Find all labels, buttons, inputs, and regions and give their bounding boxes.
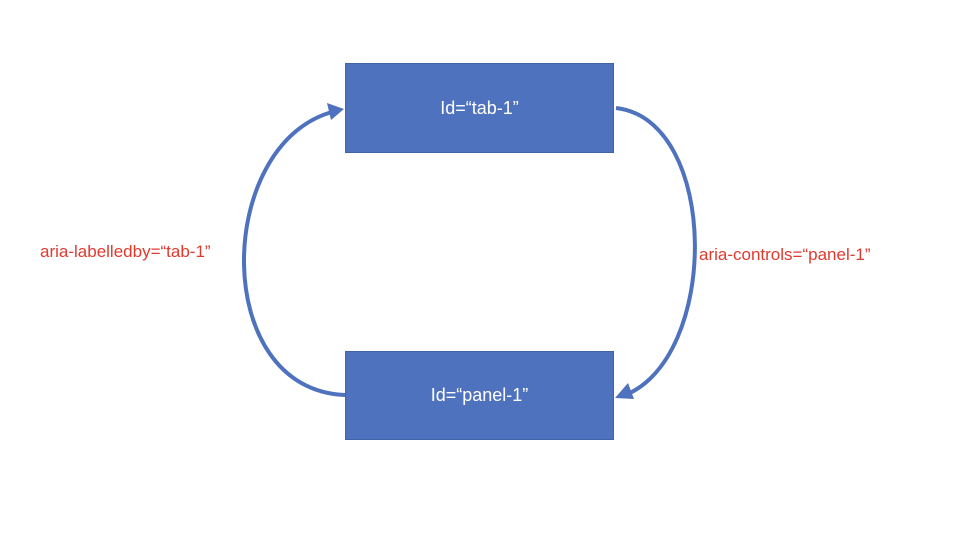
panel-node: Id=“panel-1” — [345, 351, 614, 440]
aria-labelledby-arrowhead — [327, 103, 344, 120]
aria-controls-arrowhead — [615, 383, 634, 399]
aria-labelledby-arrow — [242, 110, 346, 397]
tab-node: Id=“tab-1” — [345, 63, 614, 153]
tab-node-label: Id=“tab-1” — [440, 97, 519, 118]
panel-node-label: Id=“panel-1” — [430, 385, 529, 405]
aria-controls-arrow — [615, 106, 697, 398]
aria-labelledby-label: aria-labelledby=“tab-1” — [40, 242, 211, 261]
aria-controls-label: aria-controls=“panel-1” — [699, 245, 871, 264]
